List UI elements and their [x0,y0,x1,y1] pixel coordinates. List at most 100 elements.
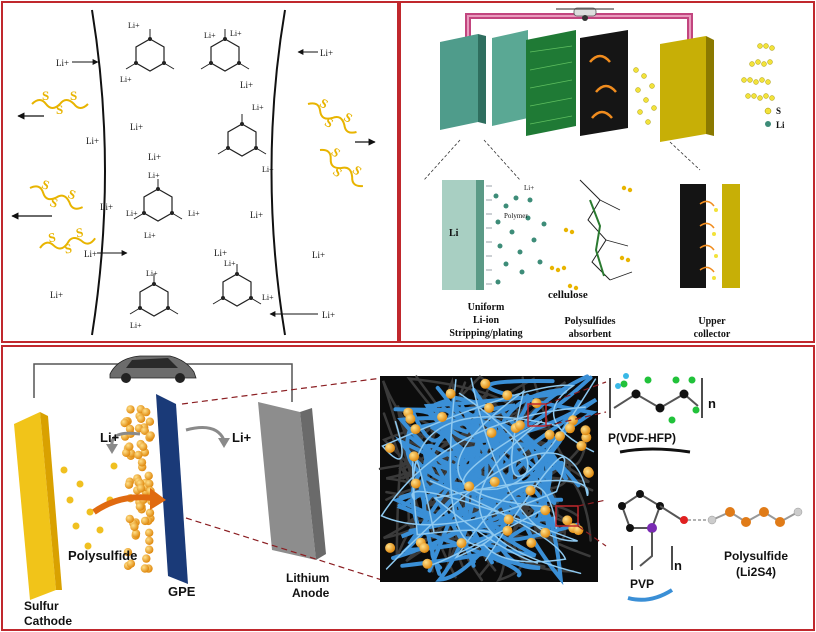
fiber-particle [480,378,491,389]
svg-text:Li+: Li+ [100,430,120,445]
li-ion-labels: Li+ Li+ Li+ Li+ Li+ Li+ Li+ Li+ Li+ Li+ … [50,48,335,320]
svg-text:Li+: Li+ [232,430,252,445]
polysulfide-legend-beads [741,43,775,101]
fiber [458,392,582,575]
gpe-particle [144,471,153,480]
svg-text:Lithium: Lithium [286,571,329,585]
svg-text:Polymer: Polymer [504,212,528,220]
li-ion-arrows [72,49,318,317]
gpe-particle [122,448,131,457]
gpe-microstructure [378,374,607,586]
fiber-particle [409,451,419,462]
car-icon [109,355,197,383]
svg-text:Li+: Li+ [322,310,335,320]
svg-text:Li+: Li+ [252,103,264,112]
fiber-particle [583,467,594,478]
fiber-particle [410,424,421,435]
gpe-particle [126,559,136,568]
svg-text:Li+: Li+ [250,210,263,220]
electrolyte-membrane-schematic: Li+ Li+ Li+ Li+ Li+ Li+ Li+ Li+ Li+ Li+ … [11,9,376,336]
gpe-particle [146,431,155,440]
svg-text:Li+: Li+ [188,209,200,218]
gpe-particle [142,407,151,417]
gpe-particle [140,516,150,526]
fiber-particle [385,542,396,553]
gpe-particle [139,442,148,451]
svg-text:cellulose: cellulose [548,289,588,301]
svg-text:Li+: Li+ [224,259,236,268]
svg-text:Li: Li [776,120,785,130]
fiber [385,452,589,570]
svg-text:collector: collector [694,329,731,340]
gpe-particle [145,417,155,426]
svg-text:Polysulfide: Polysulfide [68,548,137,563]
gpe-particle [145,536,154,545]
gpe-particle [120,418,129,428]
svg-text:Li-ion: Li-ion [473,315,500,326]
svg-text:Uniform: Uniform [468,302,505,313]
battery-stack-illustration: S Li [423,7,785,181]
svg-text:Li+: Li+ [130,122,143,132]
svg-text:Li+: Li+ [84,249,97,259]
polymer-fibers [378,374,598,586]
fiber-particle [568,415,578,426]
captions: Uniform Li-ion Stripping/plating Polysul… [449,302,731,340]
cell-schematic: Li+ Li+ Polysulfide GPE Sulfur Cathode L… [14,355,383,628]
gpe-particle [140,564,150,573]
svg-text:Sulfur: Sulfur [24,599,59,613]
fiber-particle [565,423,575,434]
gpe-particle [125,424,135,434]
gpe-particle [140,426,149,435]
svg-text:n: n [708,396,716,411]
svg-text:n: n [674,558,682,573]
fiber-particle [525,485,536,496]
gpe-particle [145,528,154,537]
rejection-arrows [11,112,376,220]
svg-text:Polysulfides: Polysulfides [564,316,615,327]
pvdf-hfp-structure: n P(VDF-HFP) [608,373,716,454]
gpe-particle [125,442,134,451]
svg-text:Li+: Li+ [100,202,113,212]
svg-text:Li+: Li+ [86,136,99,146]
fiber-particle [576,440,587,451]
fiber-particle [456,538,467,549]
fiber-particle [385,443,395,453]
fiber-particle [419,543,430,553]
fiber-particle [484,402,495,413]
svg-text:S: S [776,106,781,116]
fiber-particle [445,388,456,399]
fiber-particle [486,427,497,438]
svg-text:Polysulfide: Polysulfide [724,549,788,563]
fiber [420,419,550,565]
svg-text:Li+: Li+ [130,321,142,330]
gpe-particle [130,522,139,531]
gpe-particle [145,479,154,488]
gpe-particle [125,514,134,524]
pvp-structure: n PVP [618,490,708,602]
fiber-particle [554,431,565,442]
svg-text:Li+: Li+ [144,231,156,240]
gpe-particle [131,529,141,538]
gpe-particle [123,548,133,557]
fiber-particle [526,537,537,548]
svg-text:Li+: Li+ [312,250,325,260]
gpe-particle [136,484,146,493]
fiber-particle [502,390,513,401]
gpe-particle [136,414,146,423]
gpe-particle [137,458,147,467]
li2s4-structure: Polysulfide (Li2S4) [707,507,803,579]
fiber-particle [544,429,555,440]
svg-text:Li+: Li+ [214,248,227,258]
svg-text:Upper: Upper [698,316,726,327]
svg-text:Li+: Li+ [148,152,161,162]
fiber-particle [514,420,525,431]
fiber-particle [580,425,591,436]
fiber-particle [531,398,542,409]
ring-li-labels: Li+ Li+ Li+ Li+ Li+ Li+ Li+ Li+ Li+ Li+ … [120,21,274,330]
fiber-particle [540,505,551,516]
svg-text:Li+: Li+ [120,75,132,84]
fiber-particle [502,525,513,536]
fiber-particle [489,476,500,487]
svg-text:Li+: Li+ [262,165,274,174]
